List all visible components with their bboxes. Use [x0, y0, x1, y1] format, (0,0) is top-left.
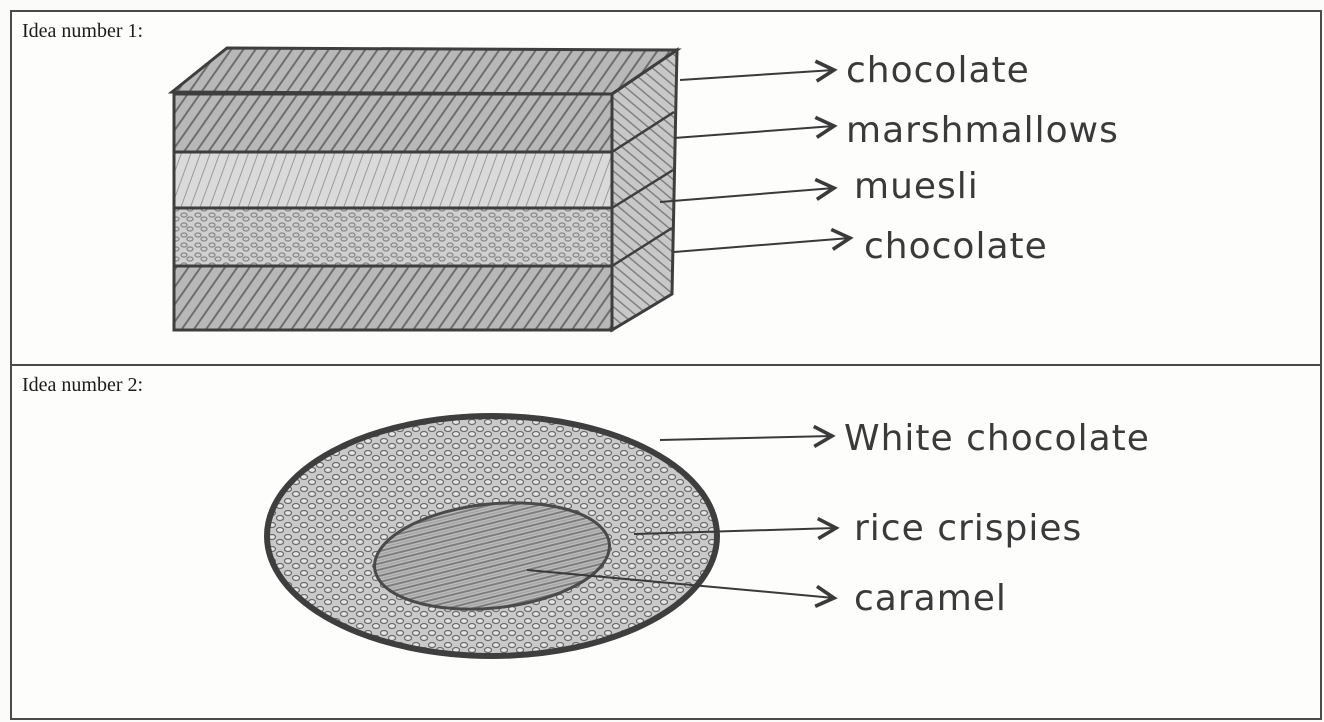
bar-layer-marshmallows: [174, 152, 612, 208]
layered-bar-drawing: chocolate marshmallows muesli chocolate: [12, 12, 1320, 364]
bar-side-face: [612, 50, 677, 330]
bar-layer-chocolate-bottom: [174, 266, 612, 330]
bar-layer-muesli: [174, 208, 612, 266]
arrow-chocolate-bottom: [674, 238, 850, 252]
round-bar-drawing: White chocolate rice crispies caramel: [12, 366, 1320, 718]
arrow-marshmallows: [674, 126, 834, 138]
idea-1-panel: Idea number 1:: [10, 10, 1322, 366]
label-white-chocolate: White chocolate: [844, 418, 1150, 459]
arrow-white-chocolate: [660, 436, 832, 440]
label-caramel: caramel: [854, 578, 1007, 619]
arrow-muesli: [660, 188, 834, 202]
arrow-chocolate-top: [680, 70, 834, 80]
label-chocolate-top: chocolate: [846, 50, 1030, 91]
label-chocolate-bottom: chocolate: [864, 226, 1048, 267]
bar-top-face: [172, 48, 677, 94]
label-rice-crispies: rice crispies: [854, 508, 1082, 549]
label-marshmallows: marshmallows: [846, 110, 1119, 151]
idea-2-panel: Idea number 2:: [10, 364, 1322, 720]
label-muesli: muesli: [854, 166, 979, 207]
bar-layer-chocolate-top: [174, 94, 612, 152]
